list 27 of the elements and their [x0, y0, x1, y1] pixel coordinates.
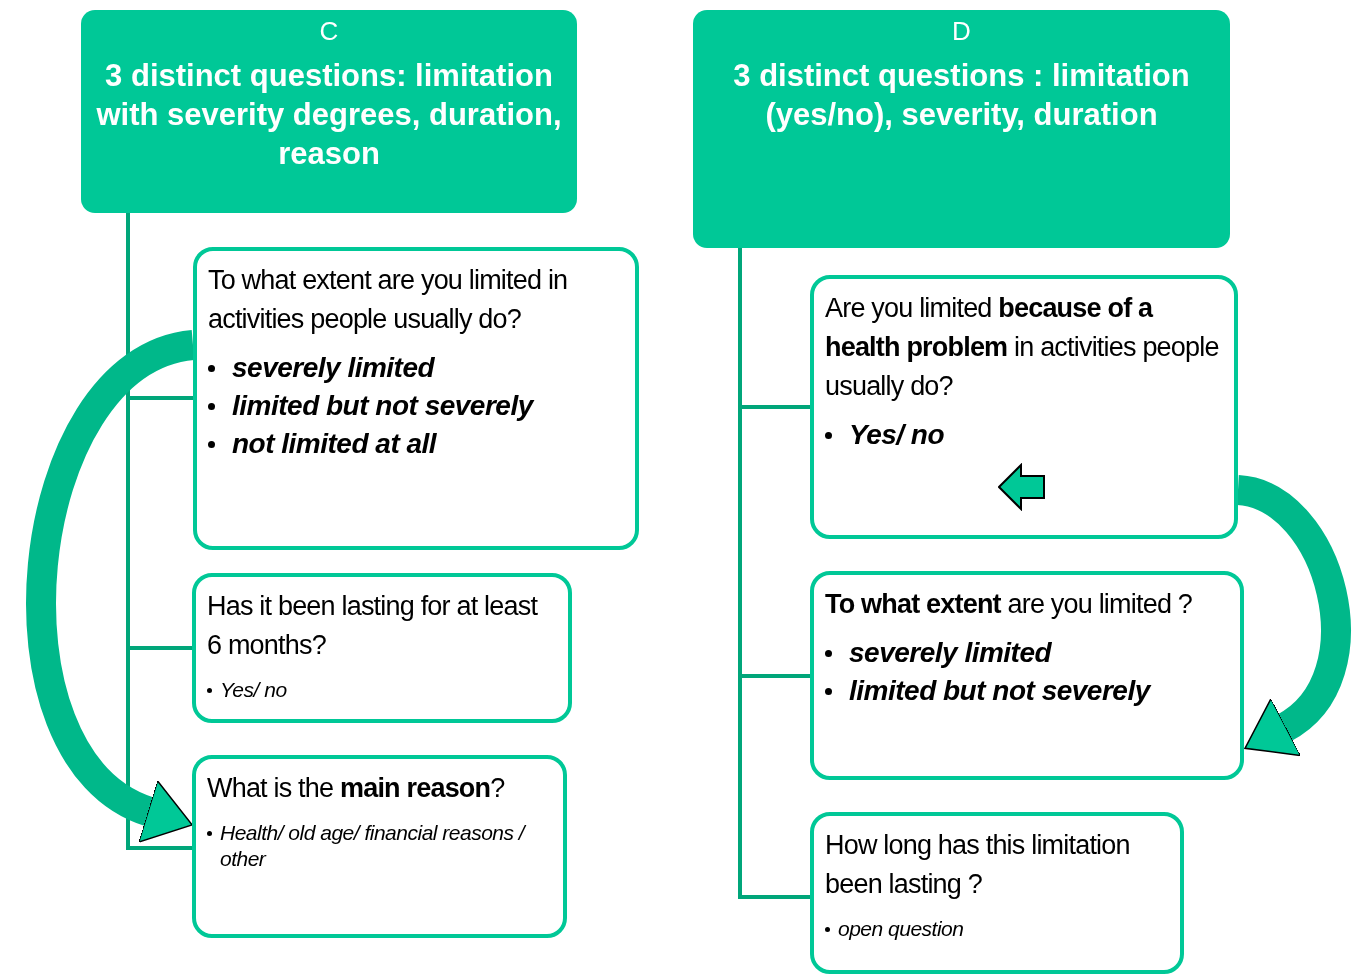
question-box: [810, 812, 1184, 974]
header-box: [693, 10, 1230, 248]
answer-option: Health/ old age/ financial reasons / other: [220, 820, 552, 872]
question-text: Are you limited because of a health problem in activities people usually do?: [825, 292, 1220, 403]
question-text: What is the main reason?: [207, 772, 506, 805]
question-box: [192, 573, 572, 723]
header-title: 3 distinct questions : limitation (yes/no), severity, duration: [732, 57, 1191, 134]
answer-option: limited but not severely: [232, 387, 533, 425]
answer-option: limited but not severely: [849, 672, 1150, 710]
question-text: Has it been lasting for at least 6 months?: [207, 590, 539, 662]
answer-option: Yes/ no: [849, 416, 945, 454]
question-box: [810, 275, 1238, 539]
answer-option: severely limited: [232, 349, 435, 387]
answer-option: severely limited: [849, 634, 1052, 672]
question-box: [193, 247, 639, 550]
question-box: [810, 571, 1244, 780]
answer-option: open question: [838, 916, 964, 942]
question-box: [192, 755, 567, 938]
answer-option: not limited at all: [232, 425, 437, 463]
header-title: 3 distinct questions: limitation with severity degrees, duration, reason: [95, 57, 563, 173]
question-text: How long has this limitation been lasting ?: [825, 829, 1131, 901]
answer-option: Yes/ no: [220, 677, 287, 703]
question-text: To what extent are you limited ?: [825, 588, 1193, 621]
question-text: To what extent are you limited in activities people usually do?: [208, 264, 569, 336]
panel-letter: D: [952, 15, 971, 48]
header-box: [81, 10, 577, 213]
panel-letter: C: [319, 15, 339, 48]
